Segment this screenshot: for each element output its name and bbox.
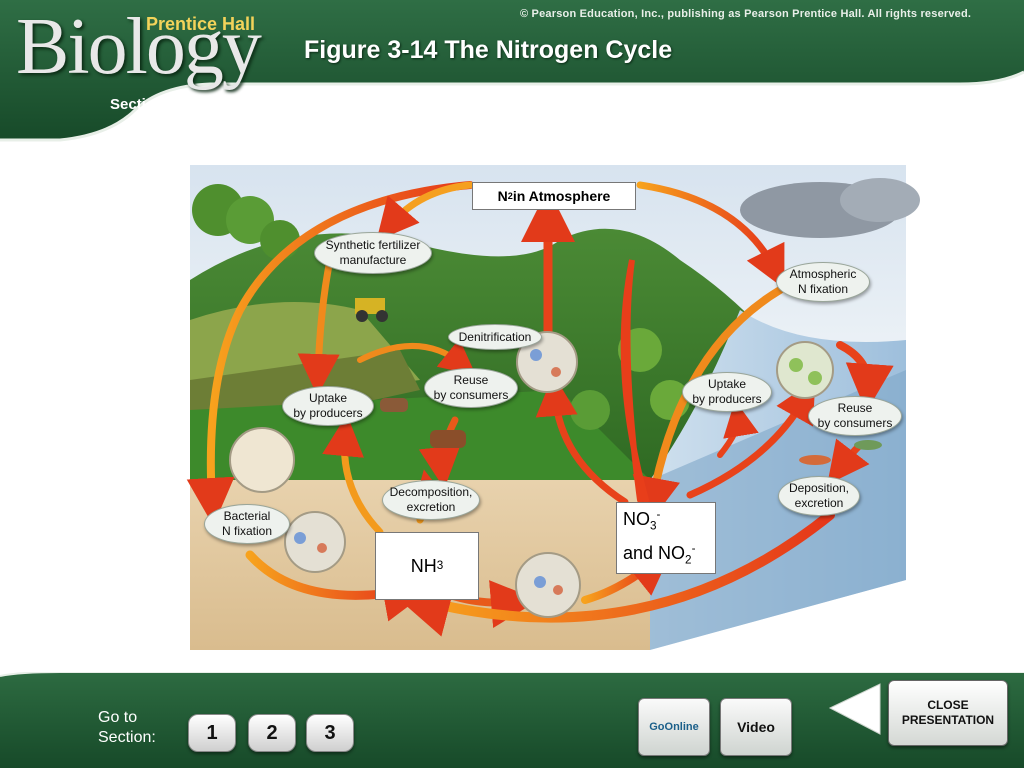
copyright-notice: © Pearson Education, Inc., publishing as…	[520, 8, 972, 20]
brand-publisher: Prentice Hall	[146, 14, 256, 34]
header-background	[0, 0, 1024, 142]
brand-logo-text: Biology	[16, 3, 262, 91]
n2-suffix: in Atmosphere	[512, 188, 611, 204]
no3-symbol: NO	[623, 509, 650, 530]
label-uptake-land: Uptake by producers	[282, 386, 374, 426]
no2-superscript: -	[691, 542, 696, 555]
close-presentation-button[interactable]: CLOSE PRESENTATION	[888, 680, 1008, 746]
label-synthetic-fertilizer: Synthetic fertilizer manufacture	[314, 232, 432, 274]
video-label: Video	[737, 719, 775, 735]
no3-superscript: -	[656, 508, 661, 522]
nh3-subscript: 3	[436, 559, 444, 572]
label-denitrification: Denitrification	[448, 324, 542, 350]
section-3-button[interactable]: 3	[306, 714, 354, 752]
label-deposition: Deposition, excretion	[778, 476, 860, 516]
label-atmospheric-fixation: Atmospheric N fixation	[776, 262, 870, 302]
section-label: Section 3-3	[110, 96, 191, 113]
page-title: Figure 3-14 The Nitrogen Cycle	[304, 36, 673, 64]
no3-subscript: 3	[650, 520, 657, 533]
label-reuse-water: Reuse by consumers	[808, 396, 902, 436]
nh3-symbol: NH	[410, 556, 437, 576]
section-2-button[interactable]: 2	[248, 714, 296, 752]
section-1-button[interactable]: 1	[188, 714, 236, 752]
back-arrow-icon[interactable]	[828, 683, 881, 735]
go-online-button[interactable]: GoOnline	[638, 698, 710, 756]
header-banner: Biology Prentice Hall © Pearson Educatio…	[0, 0, 1024, 150]
label-decomposition: Decomposition, excretion	[382, 480, 480, 520]
label-bacterial-fixation: Bacterial N fixation	[204, 504, 290, 544]
no2-line: and NO2-	[623, 538, 695, 572]
goto-section-label: Go to Section:	[98, 709, 156, 746]
label-uptake-water: Uptake by producers	[682, 372, 772, 412]
video-button[interactable]: Video	[720, 698, 792, 756]
go-online-label: GoOnline	[649, 721, 699, 733]
label-reuse-land: Reuse by consumers	[424, 368, 518, 408]
n2-symbol: N	[497, 188, 508, 204]
no2-subscript: 2	[685, 553, 692, 567]
no3-line: NO3-	[623, 504, 660, 538]
no2-prefix: and NO	[623, 543, 686, 563]
footer-navigation: Go to Section: 1 2 3 GoOnline Video CLOS…	[0, 672, 1024, 768]
n2-subscript: 2	[507, 191, 513, 201]
no3-no2-box: NO3- and NO2-	[616, 502, 716, 574]
